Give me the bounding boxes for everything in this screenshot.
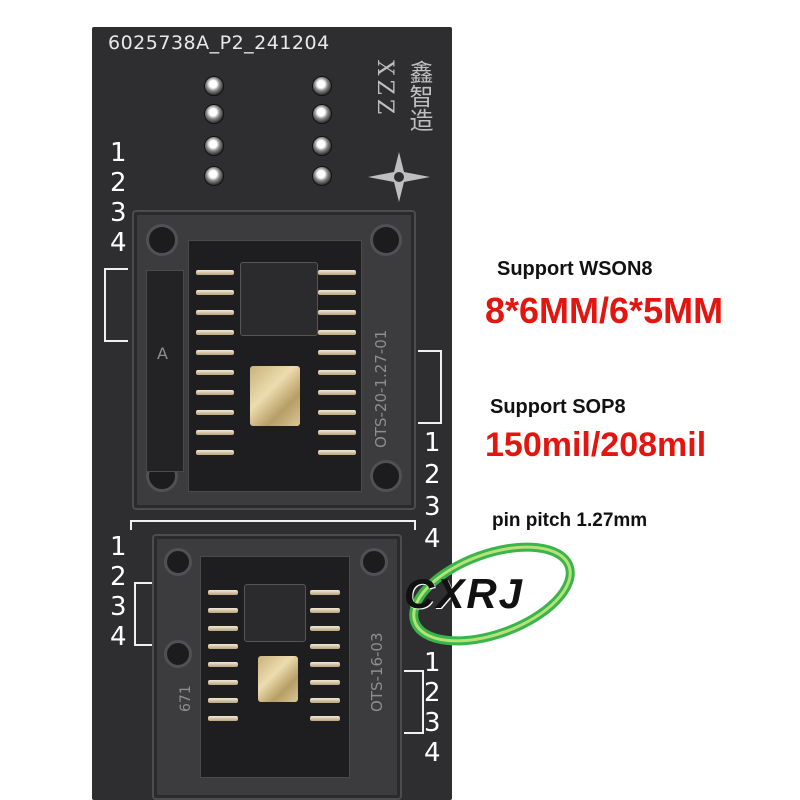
contact-lead (196, 310, 234, 315)
chip-lid (244, 584, 306, 642)
contact-lead (208, 644, 238, 649)
contact-lead (318, 410, 356, 415)
pin-number: 3 (110, 198, 127, 228)
socket-large-marker: A (157, 344, 168, 363)
pin-pitch-label: pin pitch 1.27mm (492, 510, 648, 531)
contact-lead (310, 608, 340, 613)
header-pin (312, 166, 332, 186)
header-pin (204, 166, 224, 186)
mounting-hole (360, 548, 388, 576)
socket-left-block (146, 270, 184, 472)
wson-support-label: Support WSON8 (497, 258, 653, 280)
contact-lead (318, 350, 356, 355)
socket-small-marker: 671 (178, 685, 194, 712)
pin-number: 3 (110, 592, 127, 622)
pin-number: 3 (424, 492, 441, 522)
contact-lead (318, 370, 356, 375)
contact-lead (318, 310, 356, 315)
header-pin (312, 136, 332, 156)
outline-bracket (134, 582, 158, 646)
socket-small-model: OTS-16-03 (368, 632, 386, 713)
mounting-hole (370, 224, 402, 256)
mounting-hole (370, 460, 402, 492)
pin-number: 4 (424, 738, 441, 768)
contact-lead (318, 290, 356, 295)
mounting-hole (146, 224, 178, 256)
pin-number: 3 (424, 708, 441, 738)
contact-lead (208, 680, 238, 685)
socket-large-model: OTS-20-1.27-01 (372, 329, 390, 448)
compass-star-icon (368, 152, 430, 202)
pin-number: 2 (110, 562, 127, 592)
outline-bracket (130, 520, 416, 530)
board-brand-chinese: 鑫智造 (405, 60, 433, 132)
pin-number: 1 (424, 428, 441, 458)
pin-number: 2 (424, 678, 441, 708)
contact-lead (310, 590, 340, 595)
pin-number: 4 (110, 228, 127, 258)
header-pin (312, 104, 332, 124)
contact-lead (310, 644, 340, 649)
mounting-hole (164, 640, 192, 668)
contact-lead (196, 390, 234, 395)
contact-lead (318, 270, 356, 275)
contact-lead (208, 662, 238, 667)
board-brand-latin: XZZ (372, 60, 397, 119)
contact-lead (310, 680, 340, 685)
contact-lead (196, 290, 234, 295)
contact-lead (310, 626, 340, 631)
contact-lead (196, 350, 234, 355)
contact-lead (318, 390, 356, 395)
contact-lead (196, 410, 234, 415)
gold-pad (250, 366, 300, 426)
board-part-number: 6025738A_P2_241204 (108, 32, 330, 54)
outline-bracket (404, 670, 424, 734)
contact-lead (318, 450, 356, 455)
pin-number: 1 (110, 532, 127, 562)
header-pin (312, 76, 332, 96)
pin-number: 1 (110, 138, 127, 168)
mounting-hole (164, 548, 192, 576)
contact-lead (208, 716, 238, 721)
contact-lead (196, 270, 234, 275)
pin-number: 2 (110, 168, 127, 198)
pin-number: 2 (424, 460, 441, 490)
contact-lead (310, 698, 340, 703)
pin-number: 1 (424, 648, 441, 678)
header-pin (204, 136, 224, 156)
contact-lead (310, 716, 340, 721)
contact-lead (318, 430, 356, 435)
contact-lead (208, 626, 238, 631)
contact-lead (196, 370, 234, 375)
contact-lead (310, 662, 340, 667)
pin-number: 4 (110, 622, 127, 652)
outline-bracket (104, 268, 128, 342)
header-pin (204, 104, 224, 124)
header-pin (204, 76, 224, 96)
sop-size-label: 150mil/208mil (485, 426, 707, 464)
contact-lead (196, 330, 234, 335)
contact-lead (196, 430, 234, 435)
sop-support-label: Support SOP8 (490, 396, 626, 418)
cxrj-logo-icon (409, 542, 575, 646)
contact-lead (196, 450, 234, 455)
cxrj-logo-text: CXRJ (404, 570, 525, 617)
outline-bracket (418, 350, 442, 424)
wson-size-label: 8*6MM/6*5MM (485, 290, 724, 331)
contact-lead (208, 590, 238, 595)
pin-number: 4 (424, 524, 441, 554)
chip-lid (240, 262, 318, 336)
gold-pad (258, 656, 298, 702)
contact-lead (208, 608, 238, 613)
contact-lead (208, 698, 238, 703)
contact-lead (318, 330, 356, 335)
